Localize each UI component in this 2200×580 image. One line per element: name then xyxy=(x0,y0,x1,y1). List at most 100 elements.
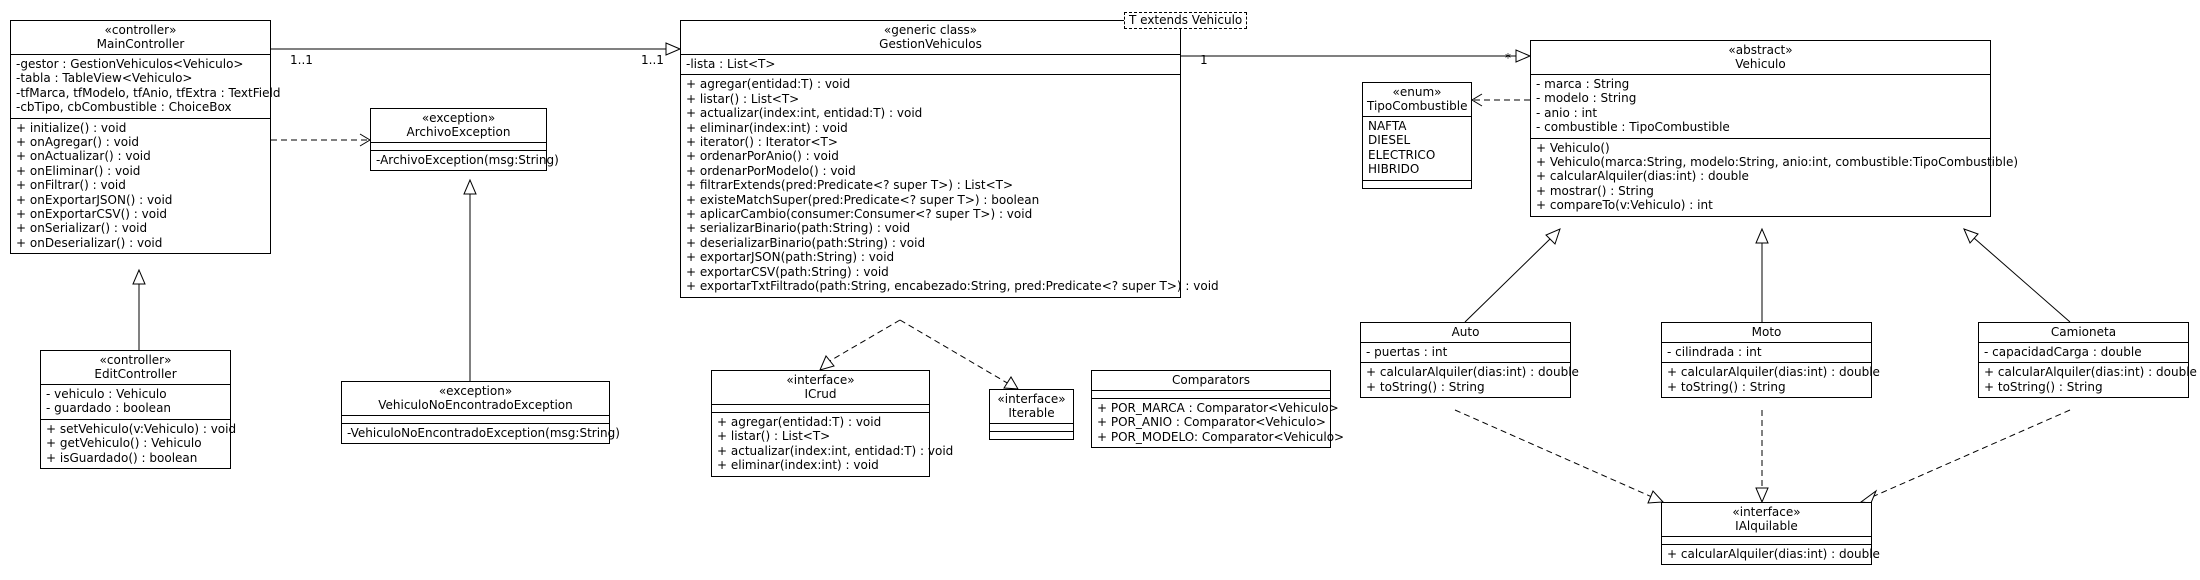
class-name: ICrud xyxy=(804,387,837,401)
class-main-controller[interactable]: «controller»MainController-gestor : Gest… xyxy=(10,20,280,255)
method-row: + isGuardado() : boolean xyxy=(46,450,198,465)
method-row: + aplicarCambio(consumer:Consumer<? supe… xyxy=(686,207,1033,222)
method-compartment xyxy=(990,432,1073,439)
method-row: -ArchivoException(msg:String) xyxy=(376,153,559,167)
class-name: Camioneta xyxy=(2050,325,2117,339)
method-row: + listar() : List<T> xyxy=(717,429,831,444)
attribute-row: -tabla : TableView<Vehiculo> xyxy=(16,71,193,86)
method-compartment: + Vehiculo()+ Vehiculo(marca:String, mod… xyxy=(1531,139,2018,216)
hollow-triangle-head xyxy=(1755,487,1769,504)
attribute-compartment xyxy=(1092,391,1330,399)
method-row: + actualizar(index:int, entidad:T) : voi… xyxy=(717,443,954,458)
method-row: + calcularAlquiler(dias:int) : double xyxy=(1366,365,1579,380)
attribute-compartment: - cilindrada : int xyxy=(1662,343,1871,364)
attribute-row: - combustible : TipoCombustible xyxy=(1536,120,1730,135)
class-header: «controller»MainController xyxy=(11,21,270,55)
open-arrow-head xyxy=(1515,49,1532,63)
method-row: + toString() : String xyxy=(1366,379,1485,394)
class-header: Camioneta xyxy=(1979,323,2188,343)
class-header: «interface»IAlquilable xyxy=(1662,503,1871,537)
class-header: «exception»VehiculoNoEncontradoException xyxy=(342,382,609,416)
attribute-row: - vehiculo : Vehiculo xyxy=(46,387,167,401)
attribute-row: - guardado : boolean xyxy=(46,401,172,416)
hollow-triangle-head xyxy=(1545,228,1561,245)
interface-icrud[interactable]: «interface»ICrud + agregar(entidad:T) : v… xyxy=(711,370,954,477)
method-row: + actualizar(index:int, entidad:T) : voi… xyxy=(686,106,923,121)
attribute-row: - capacidadCarga : double xyxy=(1984,345,2142,359)
method-row: + POR_ANIO : Comparator<Vehiculo> xyxy=(1097,415,1326,430)
stereotype-label: «controller» xyxy=(104,23,177,37)
stereotype-label: «controller» xyxy=(99,353,172,367)
class-name: VehiculoNoEncontradoException xyxy=(378,398,573,412)
method-row: + onSerializar() : void xyxy=(16,221,148,236)
method-row: + initialize() : void xyxy=(16,120,127,135)
stereotype-label: «exception» xyxy=(438,384,513,398)
method-row: + POR_MODELO: Comparator<Vehiculo> xyxy=(1097,429,1345,444)
interface-iterable[interactable]: «interface»Iterable xyxy=(989,389,1074,440)
method-compartment: + agregar(entidad:T) : void+ listar() : … xyxy=(712,413,954,476)
realization-auto-ialquilable xyxy=(1454,409,1653,498)
method-row: + exportarCSV(path:String) : void xyxy=(686,264,889,279)
attribute-compartment xyxy=(371,143,546,151)
method-compartment: + calcularAlquiler(dias:int) : double+ t… xyxy=(1361,363,1579,397)
attribute-row: NAFTA xyxy=(1368,119,1407,133)
method-compartment: -VehiculoNoEncontradoException(msg:Strin… xyxy=(342,424,620,443)
class-name: TipoCombustible xyxy=(1367,99,1468,113)
hollow-triangle-head xyxy=(1003,376,1019,390)
attribute-row: -cbTipo, cbCombustible : ChoiceBox xyxy=(16,100,232,115)
method-row: + getVehiculo() : Vehiculo xyxy=(46,436,202,451)
attribute-row: - cilindrada : int xyxy=(1667,345,1762,359)
method-row: + compareTo(v:Vehiculo) : int xyxy=(1536,198,1713,213)
attribute-compartment: -lista : List<T> xyxy=(681,55,1180,76)
method-compartment xyxy=(1363,181,1471,188)
class-vehiculo-no-encontrado-exception[interactable]: «exception»VehiculoNoEncontradoException… xyxy=(341,381,620,445)
class-vehiculo[interactable]: «abstract»Vehiculo- marca : String- mode… xyxy=(1530,40,2018,217)
hollow-triangle-head xyxy=(463,178,477,195)
method-row: + toString() : String xyxy=(1667,379,1786,394)
method-row: + toString() : String xyxy=(1984,379,2103,394)
method-compartment: + calcularAlquiler(dias:int) : double xyxy=(1662,545,1880,564)
attribute-compartment xyxy=(990,424,1073,432)
method-row: + onActualizar() : void xyxy=(16,149,151,164)
method-compartment: + calcularAlquiler(dias:int) : double+ t… xyxy=(1662,363,1880,397)
stereotype-label: «exception» xyxy=(421,111,496,125)
attribute-row: DIESEL xyxy=(1368,133,1411,148)
method-row: + onExportarJSON() : void xyxy=(16,192,173,207)
method-row: + filtrarExtends(pred:Predicate<? super … xyxy=(686,178,1014,193)
interface-ialquilable[interactable]: «interface»IAlquilable + calcularAlquiler… xyxy=(1661,502,1880,566)
method-row: + onDeserializar() : void xyxy=(16,235,163,250)
attribute-row: HIBRIDO xyxy=(1368,162,1420,177)
class-name: EditController xyxy=(94,367,177,381)
attribute-row: - puertas : int xyxy=(1366,345,1448,359)
class-comparators[interactable]: Comparators+ POR_MARCA : Comparator<Vehi… xyxy=(1091,370,1345,449)
stereotype-label: «interface» xyxy=(1732,505,1801,519)
class-edit-controller[interactable]: «controller»EditController - vehiculo : V… xyxy=(40,350,236,470)
class-header: «interface»Iterable xyxy=(990,390,1073,424)
realization-gestion-iterable xyxy=(899,319,1010,385)
class-name: Vehiculo xyxy=(1735,57,1786,71)
stereotype-label: «interface» xyxy=(997,392,1066,406)
attribute-compartment: -gestor : GestionVehiculos<Vehiculo>-tab… xyxy=(11,55,280,119)
attribute-compartment: - puertas : int xyxy=(1361,343,1570,364)
class-gestion-vehiculos[interactable]: «generic class»GestionVehiculos-lista : … xyxy=(680,20,1219,298)
hollow-triangle-head xyxy=(819,355,835,371)
class-header: «abstract»Vehiculo xyxy=(1531,41,1990,75)
generalization-camioneta-vehiculo xyxy=(1973,237,2071,323)
stereotype-label: «interface» xyxy=(786,373,855,387)
class-archivo-exception[interactable]: «exception»ArchivoException-ArchivoExcep… xyxy=(370,108,559,172)
class-name: Moto xyxy=(1751,325,1782,339)
attribute-compartment: - capacidadCarga : double xyxy=(1979,343,2188,364)
class-header: Moto xyxy=(1662,323,1871,343)
class-moto[interactable]: Moto - cilindrada : int + calcularAlquiler… xyxy=(1661,322,1880,399)
stereotype-label: «generic class» xyxy=(883,23,978,37)
class-header: «generic class»GestionVehiculos xyxy=(681,21,1180,55)
method-row: + exportarTxtFiltrado(path:String, encab… xyxy=(686,279,1219,294)
class-name: Iterable xyxy=(1008,406,1055,420)
method-compartment: + setVehiculo(v:Vehiculo) : void+ getVeh… xyxy=(41,420,236,468)
class-auto[interactable]: Auto- puertas : int+ calcularAlquiler(di… xyxy=(1360,322,1579,399)
class-camioneta[interactable]: Camioneta- capacidadCarga : double+ calc… xyxy=(1978,322,2197,399)
stereotype-label: «enum» xyxy=(1392,85,1442,99)
